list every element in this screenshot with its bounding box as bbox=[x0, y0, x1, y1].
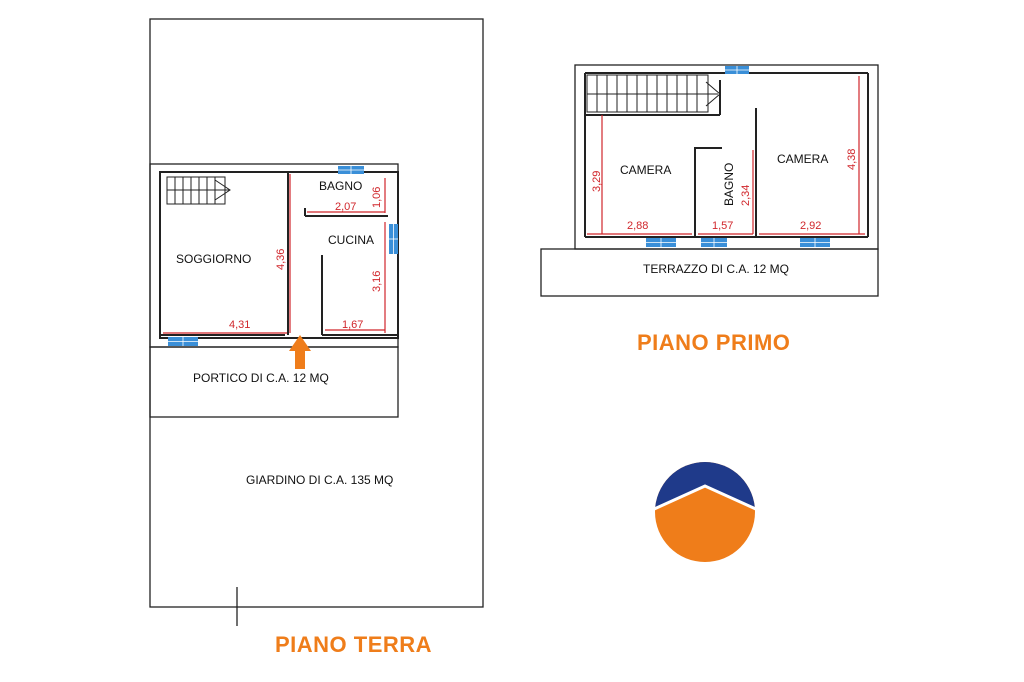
first-floor-title: PIANO PRIMO bbox=[637, 330, 790, 355]
room-label-bagno-first: BAGNO bbox=[722, 163, 736, 206]
garden-boundary bbox=[149, 18, 484, 608]
dim-soggiorno-height: 4,36 bbox=[275, 249, 287, 270]
first-window-camera-left bbox=[646, 238, 676, 247]
ground-stairs bbox=[166, 176, 231, 205]
dim-cucina-height: 3,16 bbox=[371, 271, 383, 292]
dim-bagno-first-height: 2,34 bbox=[740, 185, 752, 206]
dim-soggiorno-width: 4,31 bbox=[229, 319, 250, 331]
first-house-outline bbox=[574, 64, 879, 250]
agency-logo bbox=[651, 462, 759, 562]
first-stairs bbox=[586, 74, 721, 113]
ground-house-outline bbox=[149, 163, 399, 348]
dim-camera-right-height: 4,38 bbox=[846, 149, 858, 170]
dim-camera-left-height: 3,29 bbox=[591, 171, 603, 192]
ground-floor-plan: SOGGIORNO BAGNO CUCINA PORTICO DI C.A. 1… bbox=[149, 18, 484, 657]
dim-cucina-width: 1,67 bbox=[342, 319, 363, 331]
dim-camera-right-width: 2,92 bbox=[800, 220, 821, 232]
first-dimension-lines bbox=[587, 76, 865, 235]
room-label-portico: PORTICO DI C.A. 12 MQ bbox=[193, 371, 329, 385]
entrance-arrow-icon bbox=[289, 335, 311, 369]
first-window-camera-right bbox=[800, 238, 830, 247]
first-wall-bagno-left bbox=[694, 147, 722, 237]
ground-window-right bbox=[389, 224, 398, 254]
room-label-camera-right: CAMERA bbox=[777, 152, 828, 166]
room-label-terrazzo: TERRAZZO DI C.A. 12 MQ bbox=[643, 262, 789, 276]
dim-bagno-width: 2,07 bbox=[335, 201, 356, 213]
ground-window-bottom bbox=[168, 337, 198, 346]
room-label-bagno-ground: BAGNO bbox=[319, 179, 362, 193]
dim-bagno-first-width: 1,57 bbox=[712, 220, 733, 232]
first-window-top bbox=[725, 66, 749, 74]
ground-floor-title: PIANO TERRA bbox=[275, 632, 432, 657]
room-label-giardino: GIARDINO DI C.A. 135 MQ bbox=[246, 473, 393, 487]
ground-dimension-lines bbox=[163, 174, 386, 334]
room-label-cucina: CUCINA bbox=[328, 233, 374, 247]
first-window-bagno bbox=[701, 238, 727, 247]
ground-window-top bbox=[338, 166, 364, 174]
room-label-soggiorno: SOGGIORNO bbox=[176, 252, 251, 266]
room-label-camera-left: CAMERA bbox=[620, 163, 671, 177]
dim-camera-left-width: 2,88 bbox=[627, 220, 648, 232]
first-floor-plan: CAMERA BAGNO CAMERA TERRAZZO DI C.A. 12 … bbox=[540, 64, 879, 355]
dim-bagno-height: 1,06 bbox=[371, 187, 383, 208]
